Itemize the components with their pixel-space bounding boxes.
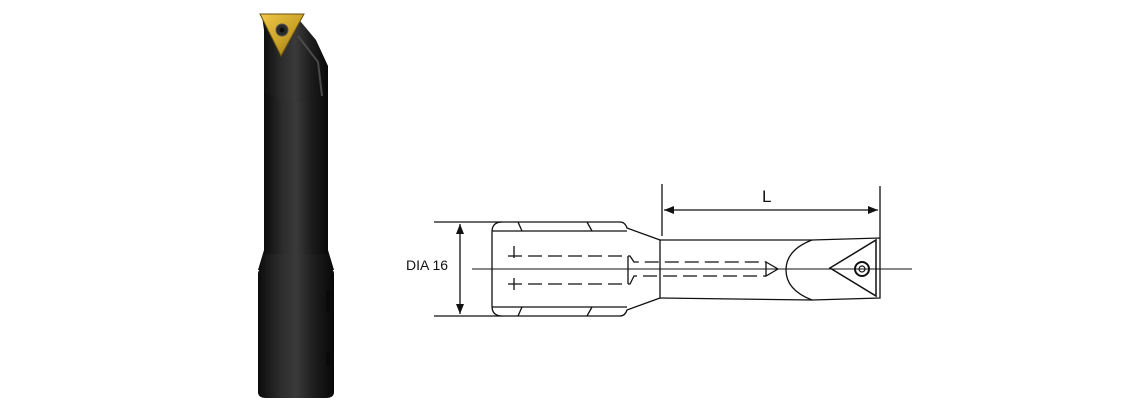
tool-shank — [258, 268, 334, 398]
shank-groove — [326, 352, 334, 366]
shank-notch-top — [517, 221, 593, 232]
insert-triangle — [828, 238, 877, 298]
hidden-line-upper — [508, 255, 766, 263]
head-highlight — [297, 35, 323, 97]
tool-neck — [264, 90, 328, 254]
shank-outline — [491, 221, 661, 317]
technical-drawing — [434, 184, 912, 317]
screw-socket — [279, 27, 285, 33]
dia-label: DIA 16 — [406, 257, 448, 273]
shank-notch-bottom — [517, 306, 593, 317]
tool-photo — [258, 13, 334, 398]
hidden-line-lower — [508, 275, 766, 285]
length-label: L — [762, 187, 771, 206]
head-curve — [785, 239, 813, 301]
tool-shoulder — [258, 250, 334, 270]
bar-outline — [659, 237, 881, 301]
shank-flat — [326, 290, 332, 312]
